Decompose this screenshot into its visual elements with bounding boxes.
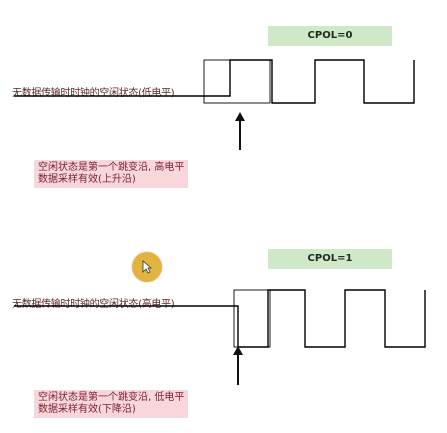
mouse-cursor-icon (132, 252, 162, 282)
cpol0-tag: CPOL=0 (268, 26, 392, 46)
cpol0-description-line-1: 空闲状态是第一个跳变沿, 高电平 (38, 162, 185, 173)
cpol0-idle-box (203, 59, 271, 104)
cpol1-description-line-2: 数据采样有效(下降沿) (38, 404, 136, 415)
cpol0-description-line-2: 数据采样有效(上升沿) (38, 174, 136, 185)
cpol1-arrow-icon (233, 346, 243, 385)
cpol0-idle-label: 无数据传输时时钟的空闲状态(低电平) (12, 88, 175, 99)
cpol1-tag: CPOL=1 (268, 249, 392, 269)
cpol0-waveform (14, 59, 415, 104)
cpol1-waveform (14, 289, 426, 348)
cpol1-idle-box (233, 289, 271, 348)
cpol1-description: 空闲状态是第一个跳变沿, 低电平 数据采样有效(下降沿) (34, 390, 189, 418)
cpol0-description: 空闲状态是第一个跳变沿, 高电平 数据采样有效(上升沿) (34, 160, 189, 188)
cpol1-idle-label: 无数据传输时时钟的空闲状态(高电平) (12, 299, 175, 310)
cpol0-arrow-icon (235, 112, 245, 150)
cpol1-description-line-1: 空闲状态是第一个跳变沿, 低电平 (38, 392, 185, 403)
